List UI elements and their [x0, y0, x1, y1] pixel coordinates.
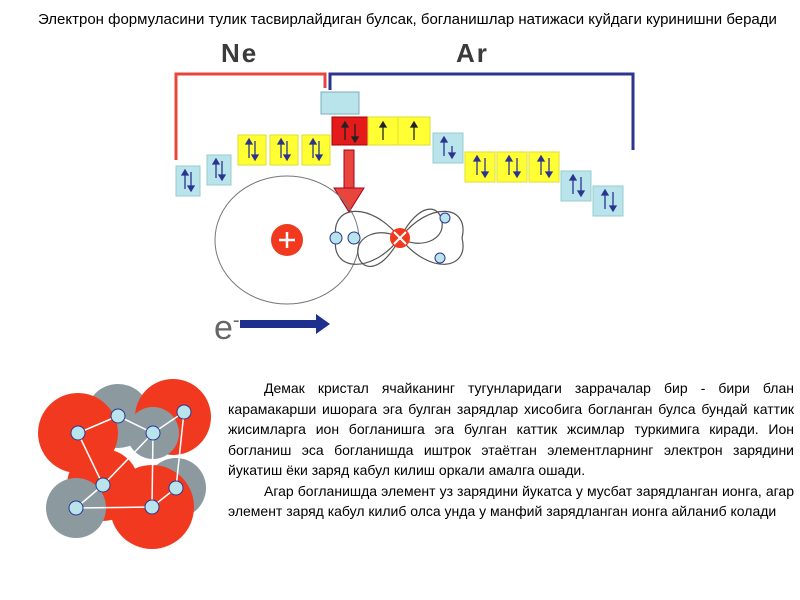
neon-label: Ne — [221, 38, 259, 68]
spin-arrows-left — [180, 137, 324, 193]
paragraph-2: Агар богланишда элемент уз зарядини йука… — [228, 482, 794, 520]
electron-arrow — [240, 320, 318, 328]
electron-dot — [329, 231, 343, 245]
electron-label: e- — [214, 309, 240, 347]
argon-bracket — [328, 72, 635, 150]
orbital-cell — [432, 132, 624, 217]
electron-dot — [434, 252, 446, 264]
neon-bracket — [174, 72, 327, 160]
orbital-cell-red — [331, 116, 369, 146]
transfer-arrow — [333, 149, 365, 213]
explanation-text: Демак кристал ячайканинг тугунларидаги з… — [228, 378, 794, 522]
spin-arrows-right — [439, 135, 618, 213]
electron-dot — [347, 231, 361, 245]
transferred-orbital-box — [320, 91, 360, 115]
paragraph-1: Демак кристал ячайканинг тугунларидаги з… — [228, 380, 794, 478]
argon-label: Ar — [456, 38, 489, 68]
intro-text: Электрон формуласини тулик тасвирлайдига… — [38, 11, 777, 28]
orbital-cell — [175, 134, 331, 197]
spin-arrows-middle — [340, 120, 419, 144]
electron-dot — [439, 212, 451, 224]
ionic-crystal-lattice — [38, 379, 211, 549]
